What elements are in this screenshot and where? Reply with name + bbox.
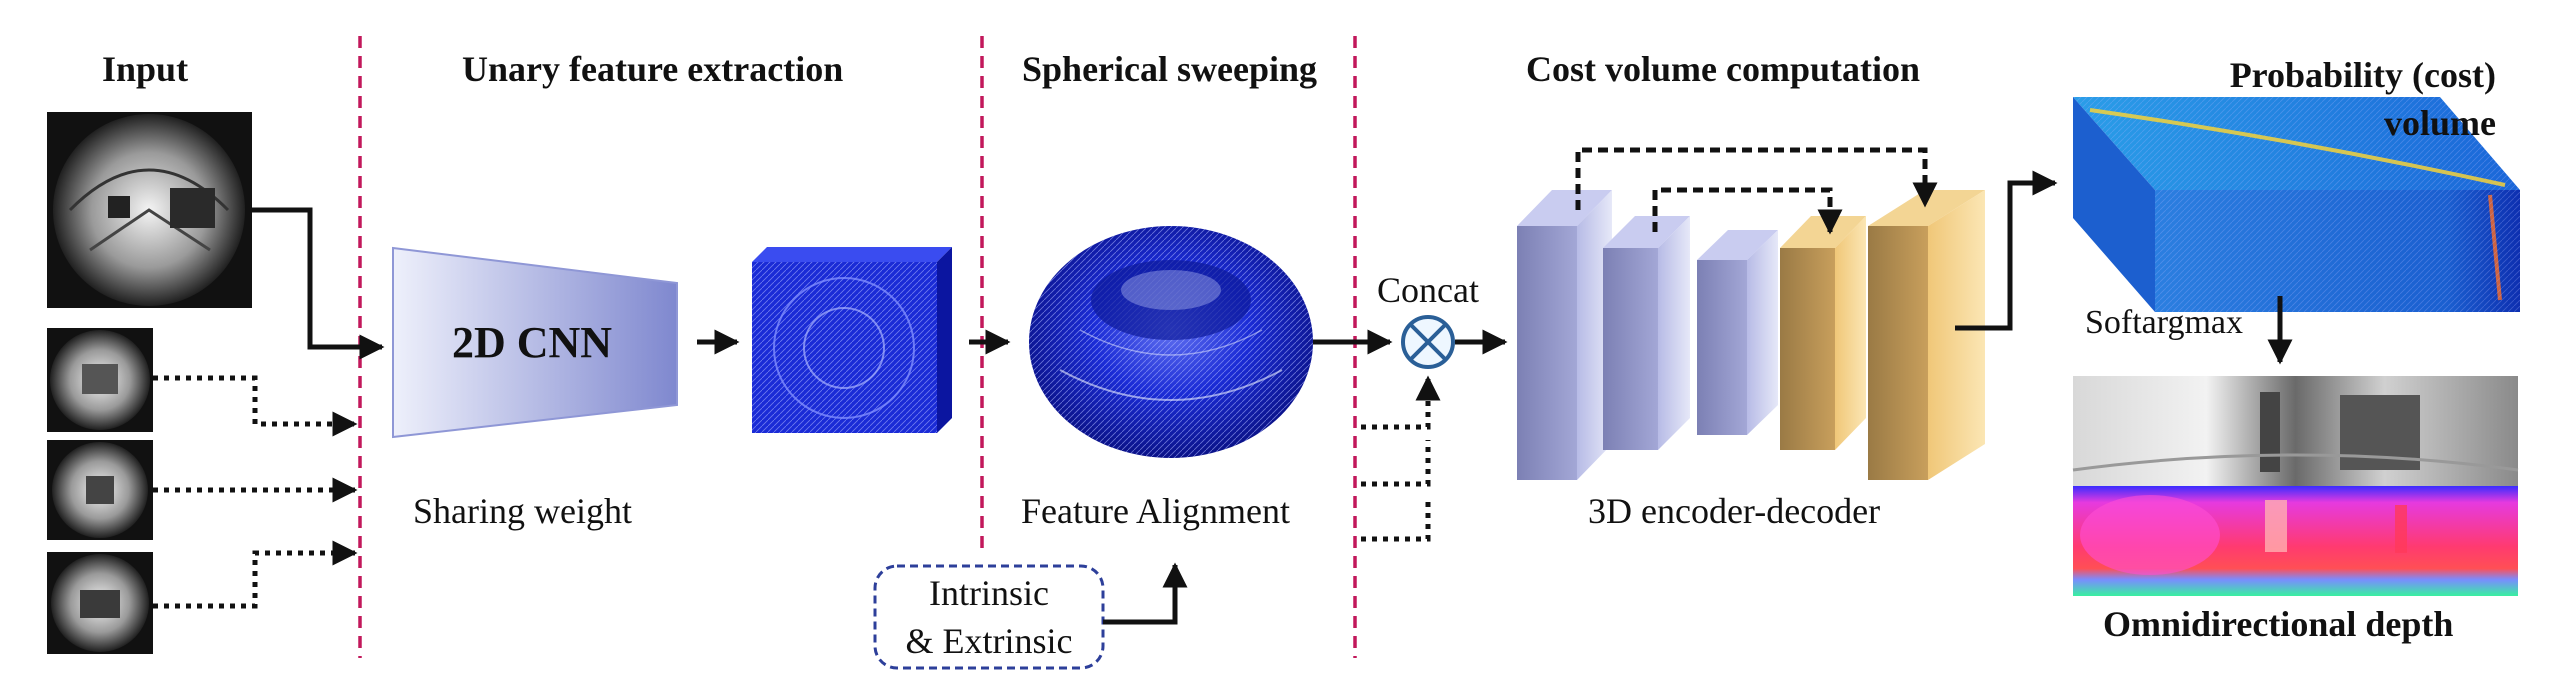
depth-panorama bbox=[2073, 486, 2518, 596]
header-input: Input bbox=[102, 49, 189, 89]
feature-alignment-label: Feature Alignment bbox=[1021, 491, 1290, 531]
header-spherical-sweeping: Spherical sweeping bbox=[1022, 49, 1318, 89]
small-fisheye-image-1 bbox=[47, 328, 153, 432]
small-fisheye-image-2 bbox=[47, 440, 153, 540]
encoder-decoder-label: 3D encoder-decoder bbox=[1588, 491, 1881, 531]
probability-volume bbox=[2073, 97, 2520, 312]
input-arrow-dotted-3 bbox=[153, 540, 358, 609]
concat-dotted-inputs bbox=[1361, 375, 1441, 542]
omnidirectional-depth-label: Omnidirectional depth bbox=[2103, 604, 2454, 644]
encoder-block-3 bbox=[1697, 230, 1778, 435]
encoder-block-2 bbox=[1603, 216, 1690, 450]
decoder-block-2 bbox=[1868, 190, 1985, 480]
encoder-decoder-blocks bbox=[1517, 190, 1985, 480]
main-fisheye-image bbox=[47, 112, 252, 308]
sharing-weight-label: Sharing weight bbox=[413, 491, 632, 531]
intrinsic-label-line1: Intrinsic bbox=[929, 573, 1049, 613]
header-probability-line1: Probability (cost) bbox=[2229, 55, 2496, 95]
arrow-intrinsic-to-sphere bbox=[1103, 562, 1188, 625]
main-input-arrow bbox=[252, 207, 385, 360]
spherical-sweep-volume bbox=[1029, 226, 1313, 458]
softargmax-label: Softargmax bbox=[2085, 304, 2243, 341]
feature-map-cube bbox=[752, 247, 952, 433]
header-probability-line2: volume bbox=[2384, 103, 2496, 143]
encoder-block-1 bbox=[1517, 190, 1612, 480]
input-arrows bbox=[153, 207, 385, 609]
concat-operator bbox=[1401, 315, 1455, 369]
cnn-block bbox=[392, 246, 678, 439]
input-images bbox=[47, 112, 252, 654]
skip-connections bbox=[1575, 147, 1938, 235]
arrow-decoder-to-volume bbox=[1955, 170, 2058, 331]
input-arrow-dotted-1 bbox=[153, 375, 358, 437]
intrinsic-extrinsic-box bbox=[873, 564, 1105, 670]
concat-label: Concat bbox=[1377, 270, 1479, 310]
header-unary-feature-extraction: Unary feature extraction bbox=[462, 49, 844, 89]
cnn-label: 2D CNN bbox=[452, 318, 612, 367]
grayscale-panorama bbox=[2072, 376, 2519, 486]
small-fisheye-image-3 bbox=[47, 552, 153, 654]
intrinsic-label-line2: & Extrinsic bbox=[906, 621, 1073, 661]
header-cost-volume-computation: Cost volume computation bbox=[1526, 49, 1920, 89]
decoder-block-1 bbox=[1780, 216, 1866, 450]
